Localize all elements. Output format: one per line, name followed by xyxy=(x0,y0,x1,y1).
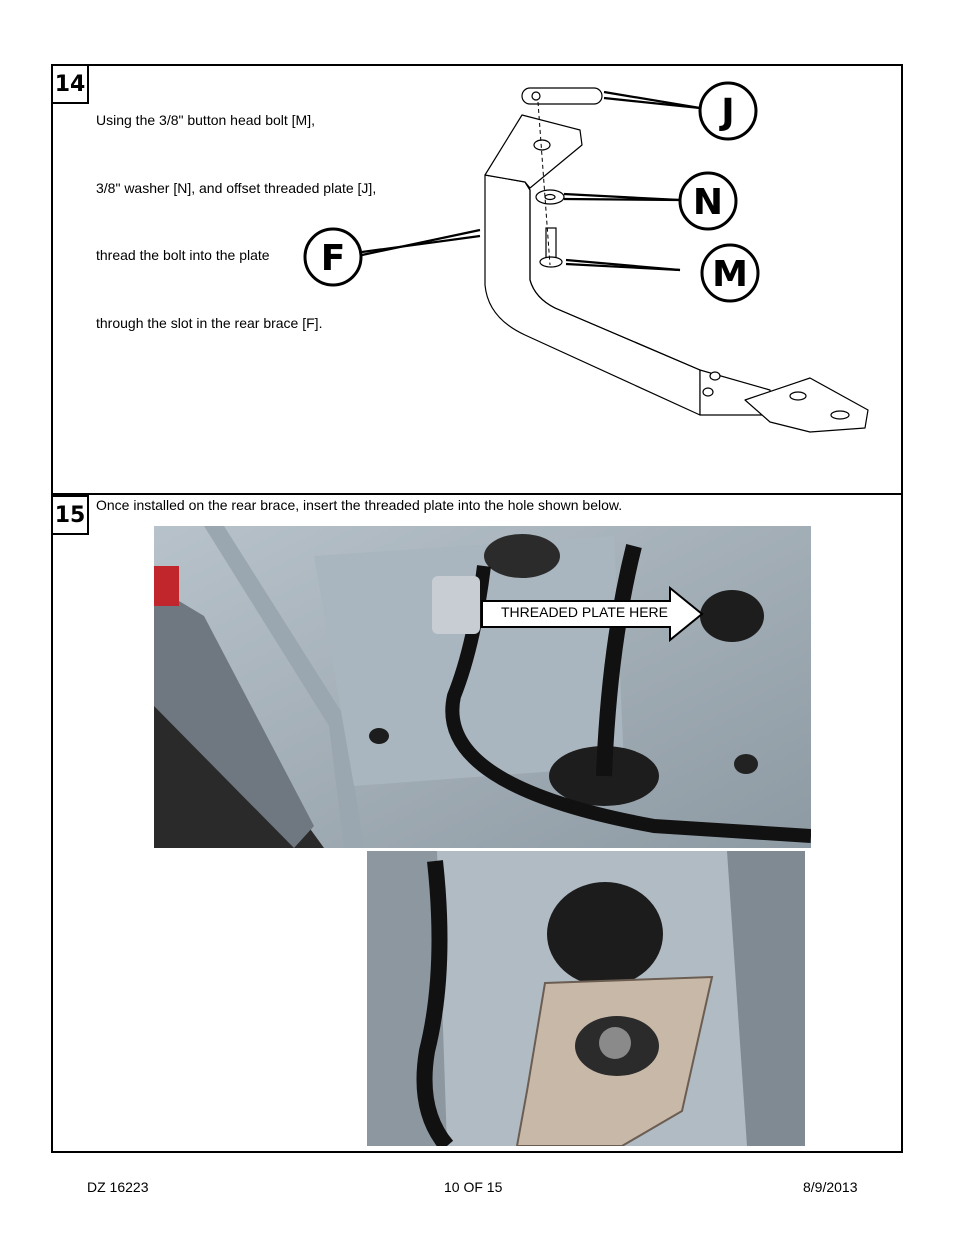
step-14-number: 14 xyxy=(51,64,89,104)
photo-plate-installed xyxy=(367,851,805,1146)
callout-arrow xyxy=(481,586,704,642)
callout-label: THREADED PLATE HERE xyxy=(501,604,668,620)
washer-n xyxy=(535,189,565,205)
brace-top-hole xyxy=(533,139,551,151)
step-14-line-1: Using the 3/8" button head bolt [M], xyxy=(96,112,315,128)
brace-slot-2 xyxy=(830,410,850,420)
rear-brace-diagram: J N M F xyxy=(303,81,869,433)
brace-slot-1 xyxy=(789,391,807,401)
threaded-plate-j xyxy=(521,87,603,105)
step-divider xyxy=(51,493,903,495)
step-14-line-2: 3/8" washer [N], and offset threaded pla… xyxy=(96,179,377,196)
brace-end-tab xyxy=(744,377,869,433)
brace-hole-2 xyxy=(702,387,714,397)
label-n: N xyxy=(693,182,723,223)
step-14-line-4: through the slot in the rear brace [F]. xyxy=(96,314,323,331)
brace-vertical xyxy=(484,174,701,416)
step-15-number: 15 xyxy=(51,495,89,535)
footer-date: 8/9/2013 xyxy=(803,1179,858,1195)
instruction-frame xyxy=(51,64,903,1153)
label-j: J xyxy=(718,92,734,133)
label-m: M xyxy=(712,254,748,295)
photo-underbody-hole: THREADED PLATE HERE xyxy=(154,526,811,848)
footer-page-number: 10 OF 15 xyxy=(444,1179,503,1195)
label-f: F xyxy=(321,238,346,279)
brace-top-tab xyxy=(484,114,583,189)
footer-doc-number: DZ 16223 xyxy=(87,1179,149,1195)
brace-hole-1 xyxy=(709,371,721,381)
step-14-text: Using the 3/8" button head bolt [M], 3/8… xyxy=(96,64,376,357)
step-15-text: Once installed on the rear brace, insert… xyxy=(96,497,623,513)
bolt-m xyxy=(539,227,563,268)
step-14-line-3: thread the bolt into the plate xyxy=(96,247,270,263)
